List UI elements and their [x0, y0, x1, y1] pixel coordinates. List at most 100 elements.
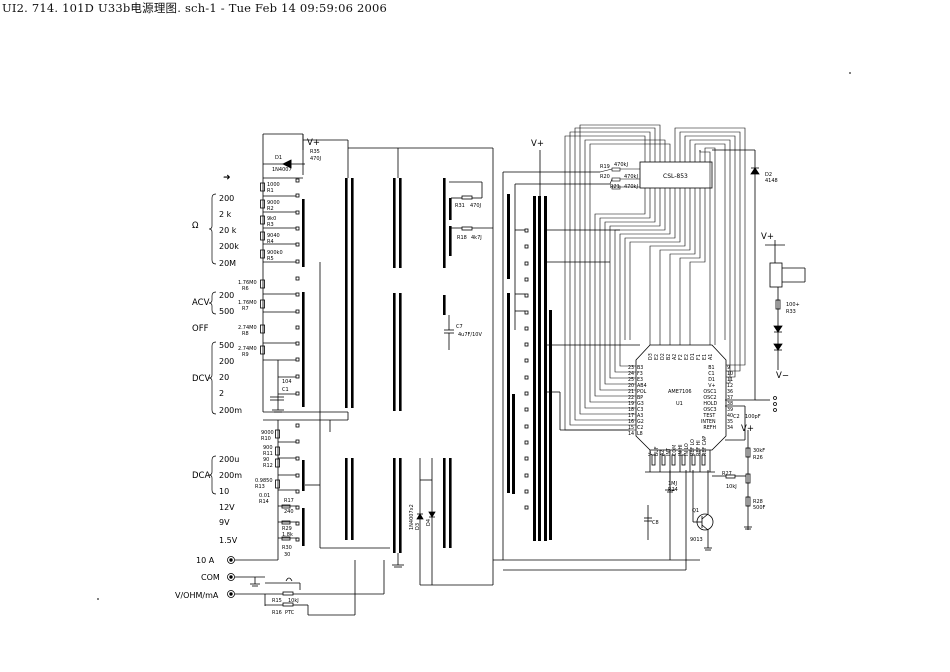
- r15-ref: R15: [272, 598, 282, 604]
- q1-value: 9013: [690, 537, 703, 543]
- dcv-range-500: 500: [219, 341, 234, 350]
- dcv-range-200: 200: [219, 357, 234, 366]
- r19-ref: R19: [600, 164, 610, 170]
- c7-value: 4u7F/10V: [458, 332, 482, 338]
- ic-pin-name: E3: [637, 377, 643, 383]
- dca-range-200u: 200u: [219, 455, 239, 464]
- terminal-vohm-jack: [227, 590, 235, 598]
- ohm-symbol: Ω: [192, 221, 199, 231]
- ic-pin-name: G2: [637, 419, 644, 425]
- ic-pin-name: IN LO: [684, 443, 690, 456]
- ic-pin-name: REF HI: [696, 440, 702, 456]
- vplus-label-2: V+: [531, 139, 544, 149]
- document-header: UI2. 714. 101D U33b电源理图. sch-1 - Tue Feb…: [2, 1, 388, 15]
- r27-ref: R27: [722, 471, 732, 477]
- terminal-com-jack: [227, 573, 235, 581]
- r6-ref: R6: [242, 286, 249, 292]
- ic-pin-name: AZ: [660, 449, 666, 456]
- r13-ref: R13: [255, 484, 265, 490]
- ic-pin-name: AB4: [637, 383, 647, 389]
- r3-ref: R3: [267, 222, 274, 228]
- r24-ref: R24: [668, 487, 678, 493]
- ic-pin-name: OSC2: [703, 395, 716, 401]
- left-section-wiring: [235, 133, 494, 616]
- ic-pin-name: F1: [696, 354, 702, 360]
- battery-range-12v: 12V: [219, 503, 235, 512]
- r2-value: 9000: [267, 200, 280, 206]
- r11-ref: R11: [263, 451, 273, 457]
- r8-ref: R8: [242, 331, 249, 337]
- ic-pin-name: INT: [666, 448, 672, 456]
- ic-pin-name: REFH: [703, 425, 716, 431]
- ic-pin-name: REF LO: [690, 439, 696, 456]
- acv-label: ACV: [192, 298, 210, 308]
- r30-ref: R30: [282, 545, 292, 551]
- r4-value: 9040: [267, 233, 280, 239]
- ic-pin-name: B1: [708, 365, 714, 371]
- ohm-range-200k: 200k: [219, 242, 239, 251]
- lcd-part-number: CSL-853: [663, 173, 688, 180]
- r10-ref: R10: [261, 436, 271, 442]
- r7-value: 1.76M0: [238, 300, 257, 306]
- terminal-10a-jack: [227, 556, 235, 564]
- ic-pin-number: 22: [628, 395, 634, 401]
- r21-ref: R21: [610, 184, 620, 190]
- ohm-range-2k: 2 k: [219, 210, 232, 219]
- ic-pin-number: 12: [727, 383, 733, 389]
- ic-pin-name: HOLD: [703, 401, 717, 407]
- ic-pin-name: OSC1: [703, 389, 716, 395]
- r5-ref: R5: [267, 256, 274, 262]
- battery-range-9v: 9V: [219, 518, 230, 527]
- r12-ref: R12: [263, 463, 273, 469]
- r16-ref: R16: [272, 610, 282, 616]
- r1-value: 1000: [267, 182, 280, 188]
- right-section-wiring: [645, 149, 806, 551]
- r5-value: 900k0: [267, 250, 283, 256]
- dcv-range-2: 2: [219, 389, 224, 398]
- ic-pin-number: 35: [727, 419, 733, 425]
- off-label: OFF: [192, 324, 209, 334]
- ic-pin-number: 10: [727, 371, 733, 377]
- ic-part-number: AME7106: [668, 389, 692, 395]
- ic-pin-number: 39: [727, 407, 733, 413]
- ic-pin-name: F3: [637, 371, 643, 377]
- range-labels: ➜ Ω 200 2 k 20 k 200k 20M ACV 200 500 OF…: [175, 173, 242, 600]
- c8-ref: C8: [652, 520, 659, 526]
- r9-ref: R9: [242, 352, 249, 358]
- d1-ref: D1: [275, 155, 282, 161]
- input-terminals: [227, 556, 235, 598]
- ic-pin-name: C2: [637, 425, 643, 431]
- r30-value: 30: [284, 552, 290, 558]
- d3-ref: D3: [415, 523, 421, 530]
- r7-ref: R7: [242, 306, 249, 312]
- supply-markers: V+ V+ V+ V+ V−: [307, 138, 789, 434]
- ic-pin-name: D1: [690, 353, 696, 360]
- q1-ref: Q1: [692, 508, 699, 514]
- vplus-label-4: V+: [741, 424, 754, 434]
- r1-ref: R1: [267, 188, 274, 194]
- ic-pin-name: F2: [678, 354, 684, 360]
- r18-value: 4k7J: [471, 235, 482, 241]
- r13-value: 0.9850: [255, 478, 273, 484]
- d1-value: 1N4007: [272, 167, 292, 173]
- d4-ref: D4: [426, 519, 432, 526]
- ic-pin-name: BUF: [654, 446, 660, 456]
- c2-value: 100pF: [745, 414, 761, 420]
- r9-value: 2.74M0: [238, 346, 257, 352]
- ohm-range-200: 200: [219, 194, 234, 203]
- dca-label: DCA: [192, 471, 210, 481]
- ic-pin-name: C3: [637, 407, 643, 413]
- ic-pin-name: A2: [672, 354, 678, 360]
- r8-value: 2.74M0: [238, 325, 257, 331]
- r3-value: 9k0: [267, 216, 276, 222]
- r2-ref: R2: [267, 206, 274, 212]
- ic-pin-number: 21: [628, 389, 634, 395]
- lcd-bus-wiring: [564, 124, 746, 431]
- ic-pin-name: G3: [637, 401, 644, 407]
- terminal-com-label: COM: [201, 573, 220, 582]
- ic-pin-name: D3: [648, 353, 654, 360]
- lcd-module: [639, 161, 713, 189]
- range-braces: [208, 193, 217, 495]
- ic-pin-name: B3: [637, 365, 643, 371]
- ic-pin-name: E2: [684, 354, 690, 360]
